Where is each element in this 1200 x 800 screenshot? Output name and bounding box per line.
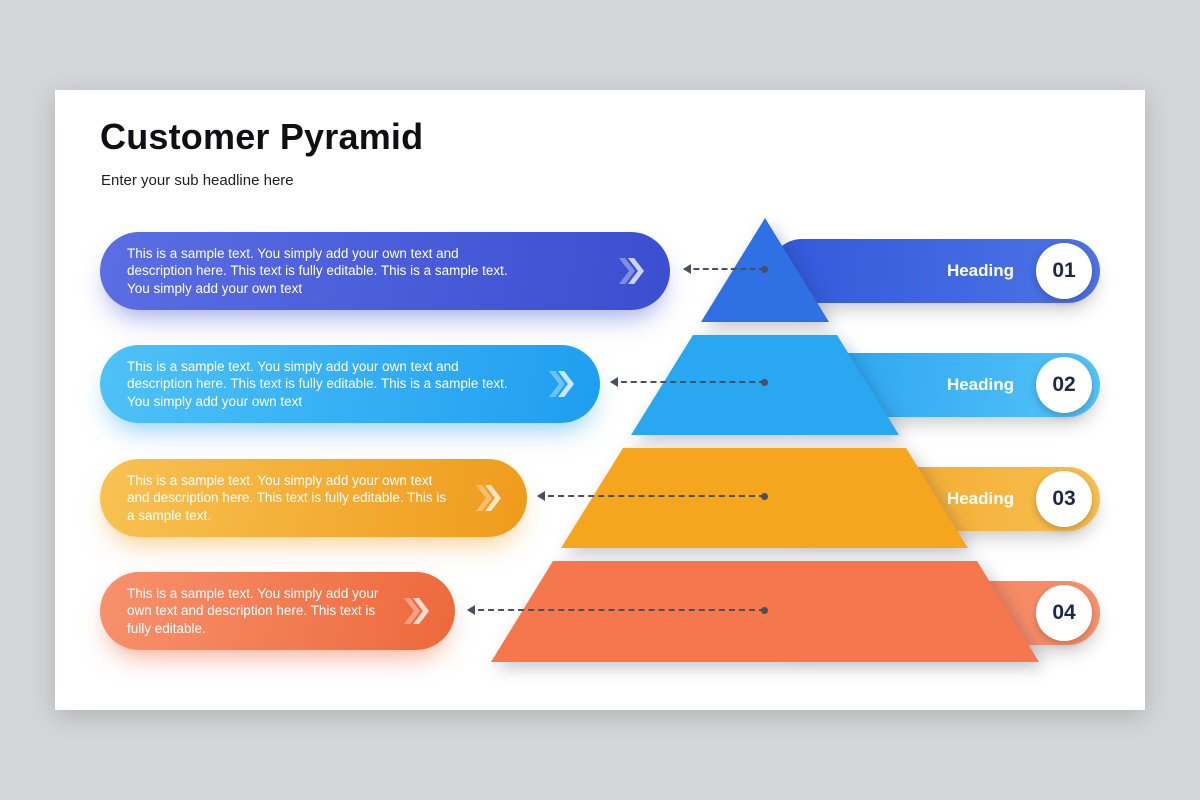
heading-bar-1: Heading 01 (770, 239, 1100, 303)
heading-label-3: Heading (946, 489, 1014, 508)
connector-arrow-3 (537, 491, 768, 501)
double-chevron-icon (549, 371, 574, 397)
connector-arrow-2 (610, 377, 768, 387)
description-pill-2: This is a sample text. You simply add yo… (100, 345, 600, 423)
heading-label-1: Heading (946, 261, 1014, 280)
number-badge-2: 02 (1036, 357, 1092, 413)
double-chevron-icon (404, 598, 429, 624)
double-chevron-icon (476, 485, 501, 511)
double-chevron-icon (619, 258, 644, 284)
connector-arrow-1 (683, 264, 768, 274)
number-badge-3: 03 (1036, 471, 1092, 527)
description-pill-1: This is a sample text. You simply add yo… (100, 232, 670, 310)
number-badge-1: 01 (1036, 243, 1092, 299)
page-title: Customer Pyramid (100, 116, 424, 157)
number-text-3: 03 (1052, 487, 1076, 510)
number-text-2: 02 (1052, 373, 1076, 396)
description-text-4: This is a sample text. You simply add yo… (127, 585, 379, 636)
number-badge-4: 04 (1036, 585, 1092, 641)
number-text-4: 04 (1052, 601, 1076, 624)
description-text-3: This is a sample text. You simply add yo… (127, 472, 447, 523)
description-pill-4: This is a sample text. You simply add yo… (100, 572, 455, 650)
description-pill-3: This is a sample text. You simply add yo… (100, 459, 527, 537)
page-subtitle: Enter your sub headline here (101, 172, 294, 189)
connector-arrow-4 (467, 605, 768, 615)
heading-label-2: Heading (946, 375, 1014, 394)
description-text-2: This is a sample text. You simply add yo… (127, 358, 508, 409)
description-text-1: This is a sample text. You simply add yo… (127, 245, 508, 296)
number-text-1: 01 (1052, 259, 1076, 282)
